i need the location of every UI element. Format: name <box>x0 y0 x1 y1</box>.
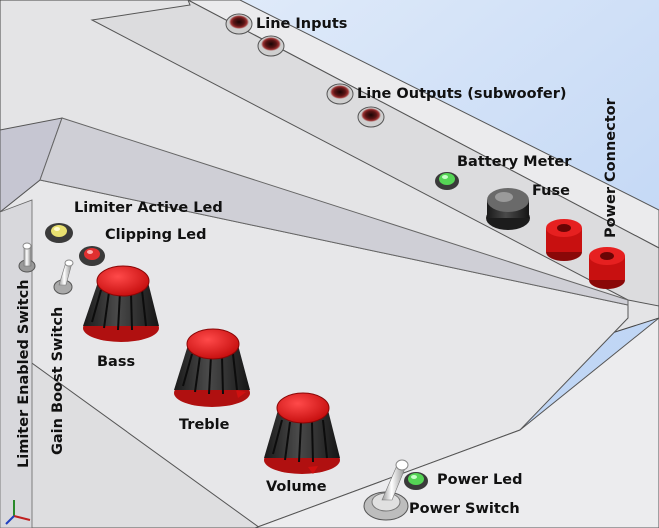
label-line-outputs: Line Outputs (subwoofer) <box>357 86 567 102</box>
power-connector-post-2[interactable] <box>589 247 625 289</box>
power-connector-post-1[interactable] <box>546 219 582 261</box>
clipping-led <box>79 246 105 266</box>
gain-boost-switch[interactable] <box>53 259 74 295</box>
volume-knob[interactable] <box>264 392 340 474</box>
lower-right-face <box>254 317 659 528</box>
xyz-axis-triad-icon <box>5 500 31 525</box>
label-power-switch: Power Switch <box>409 501 520 517</box>
treble-knob[interactable] <box>174 328 250 407</box>
fuse-holder[interactable] <box>486 188 530 230</box>
label-limiter-active-led: Limiter Active Led <box>74 200 223 216</box>
label-clipping-led: Clipping Led <box>105 227 207 243</box>
label-volume: Volume <box>266 479 327 495</box>
bass-knob[interactable] <box>83 265 159 342</box>
limiter-active-led <box>45 223 73 243</box>
label-treble: Treble <box>179 417 230 433</box>
front-slope <box>0 339 261 528</box>
power-switch[interactable] <box>363 459 409 521</box>
label-limiter-enabled-switch: Limiter Enabled Switch <box>16 279 32 468</box>
line-output-jack-2[interactable] <box>357 106 385 128</box>
label-line-inputs: Line Inputs <box>256 16 348 32</box>
label-gain-boost-switch: Gain Boost Switch <box>50 306 66 455</box>
label-power-connector: Power Connector <box>603 98 619 238</box>
label-power-led: Power Led <box>437 472 523 488</box>
left-edge <box>0 199 33 528</box>
label-bass: Bass <box>97 354 136 370</box>
power-led <box>404 472 428 490</box>
limiter-enabled-switch[interactable] <box>18 242 36 273</box>
line-input-jack-2[interactable] <box>257 35 285 57</box>
battery-meter-led <box>435 172 459 190</box>
label-battery-meter: Battery Meter <box>457 154 572 170</box>
cavity-wall-top <box>39 117 629 306</box>
label-fuse: Fuse <box>532 183 570 199</box>
line-output-jack-1[interactable] <box>326 83 354 105</box>
line-input-jack-1[interactable] <box>225 13 253 35</box>
